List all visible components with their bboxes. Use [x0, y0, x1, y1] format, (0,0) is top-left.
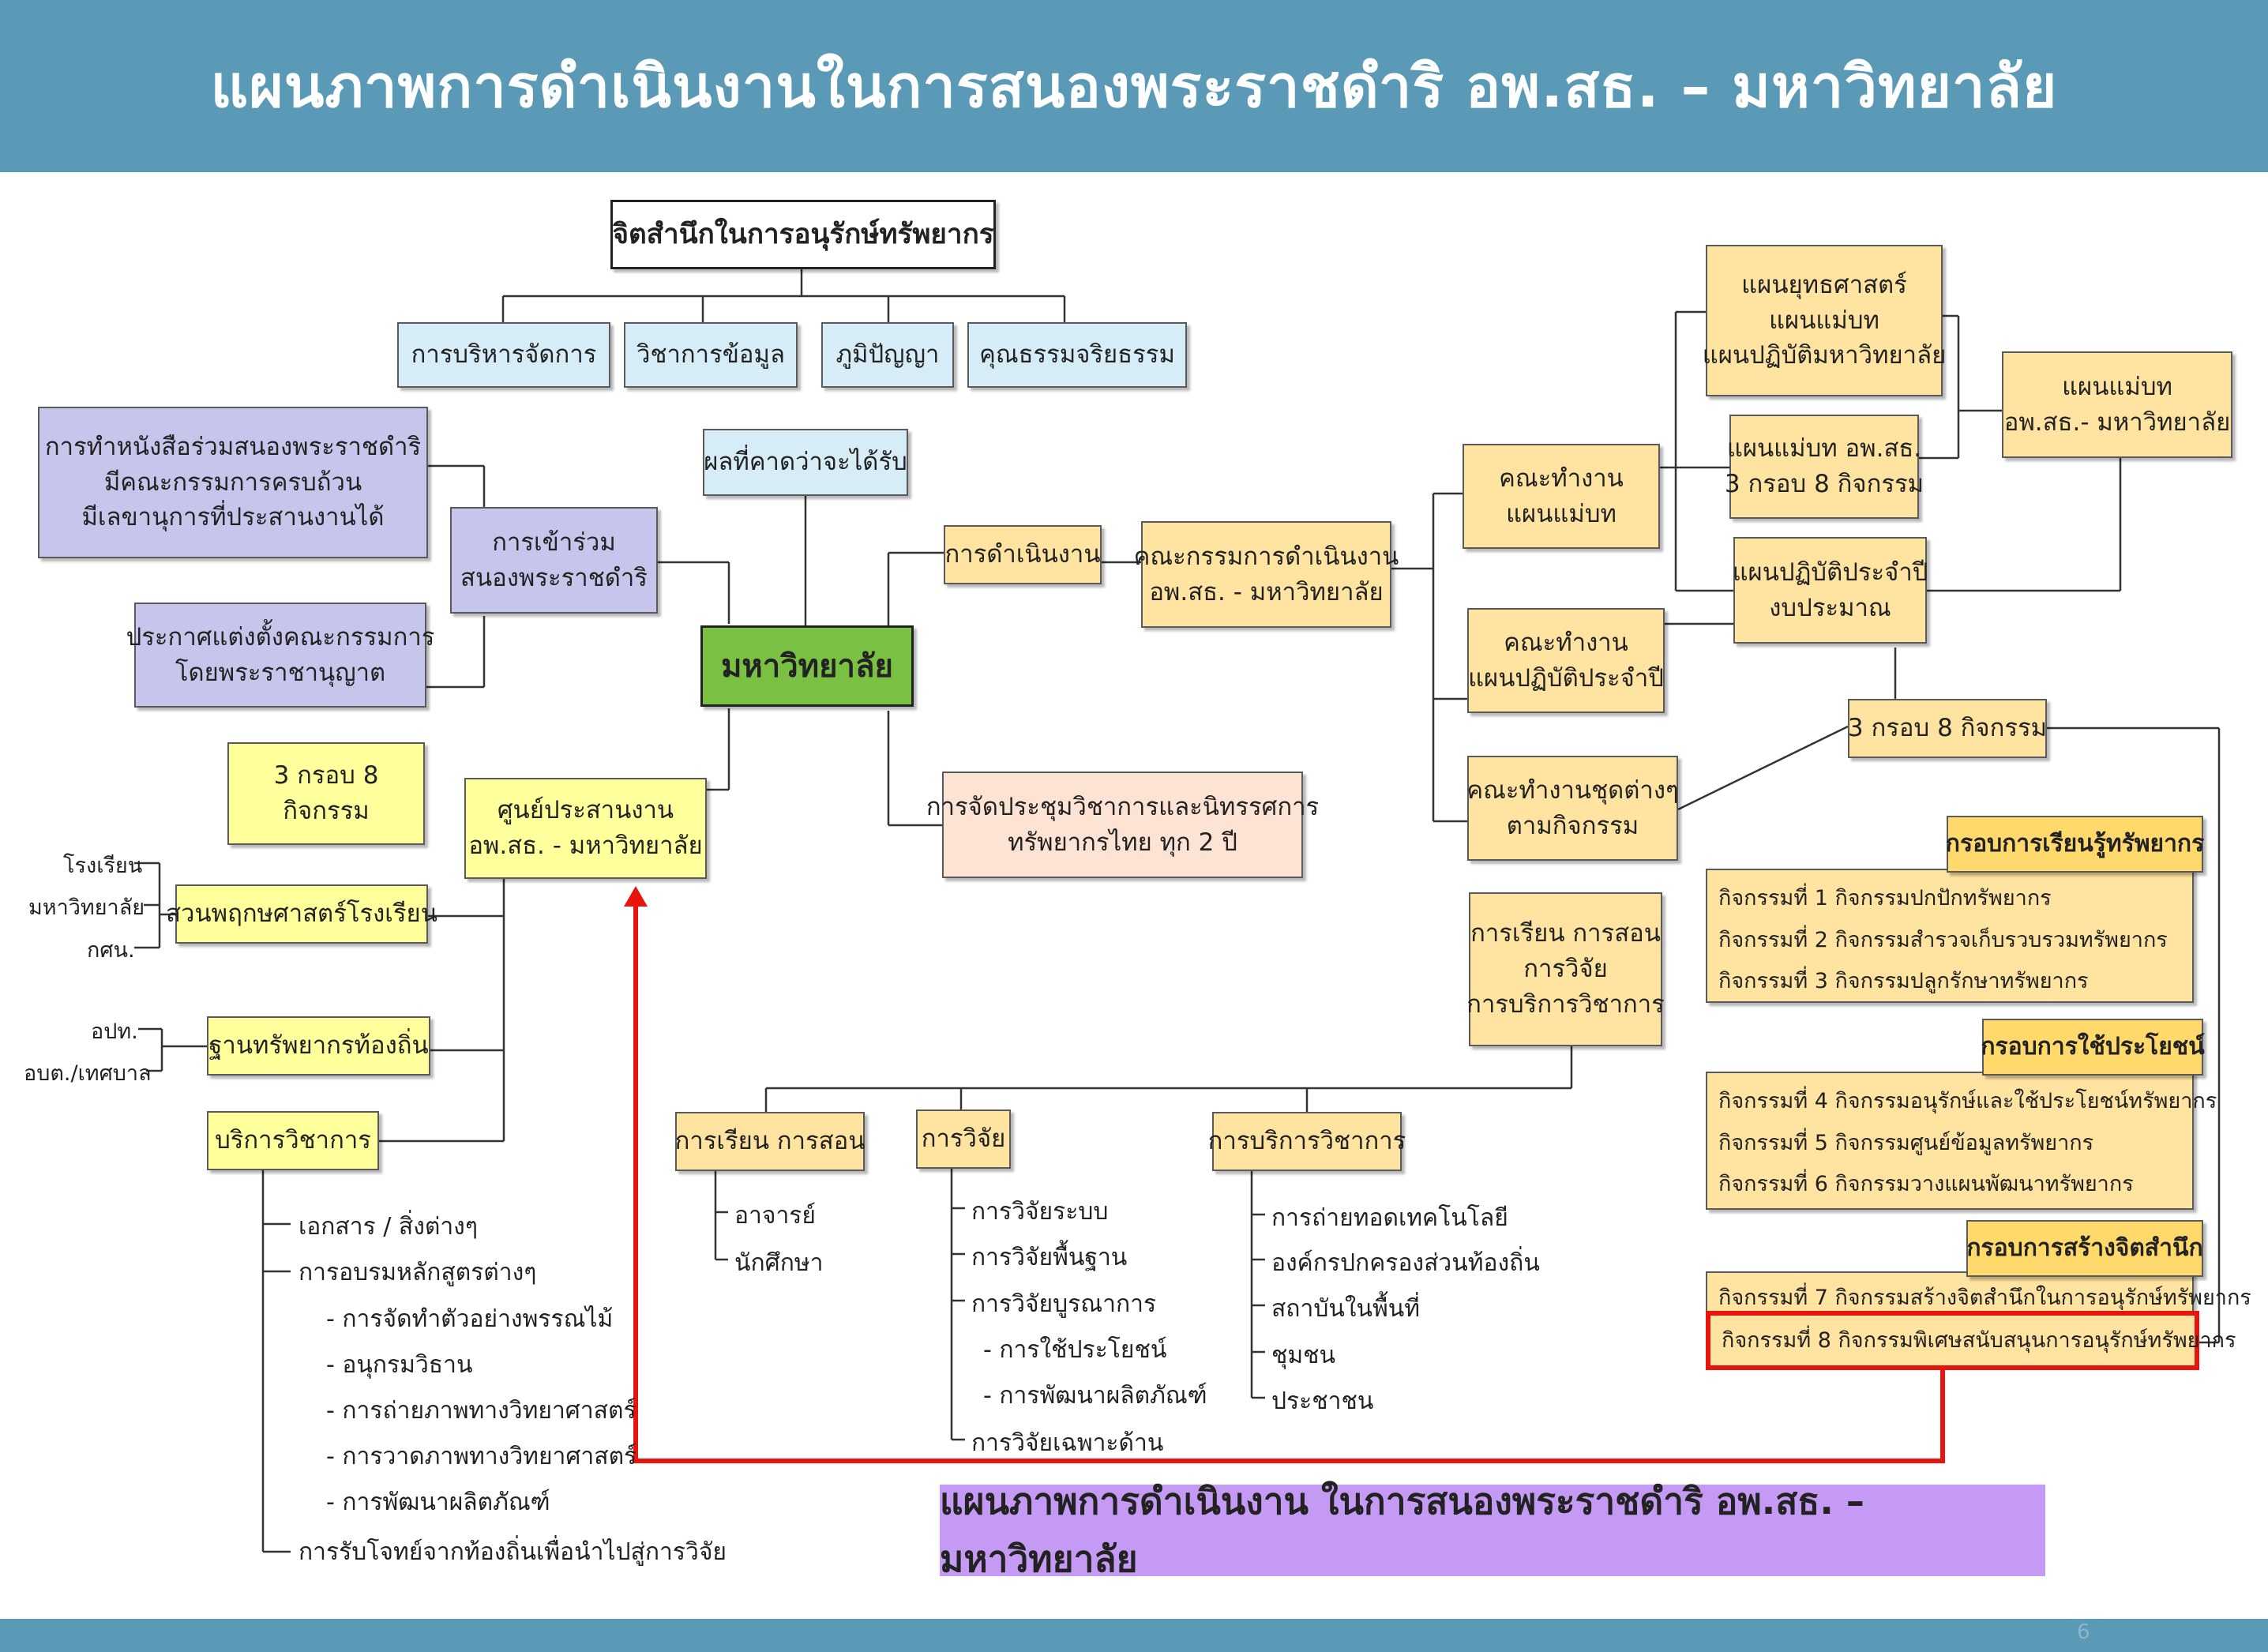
- frame1-title: กรอบการเรียนรู้ทรัพยากร: [1946, 816, 2204, 873]
- label-school: โรงเรียน: [63, 854, 143, 878]
- frame2-activities: กิจกรรมที่ 4 กิจกรรมอนุรักษ์และใช้ประโยช…: [1706, 1072, 2217, 1210]
- annual-budget-box: แผนปฏิบัติประจำปีงบประมาณ: [1733, 537, 1928, 644]
- service-box: บริการวิชาการ: [207, 1111, 379, 1170]
- academic-service-item: ชุมชน: [1271, 1342, 1336, 1369]
- school-garden-box: สวนพฤกษศาสตร์โรงเรียน: [166, 884, 437, 944]
- research-item: - การใช้ประโยชน์: [983, 1336, 1167, 1364]
- wg-master-plan-box: คณะทำงานแผนแม่บท: [1463, 444, 1660, 549]
- missions-box: การเรียน การสอนการวิจัยการบริการวิชาการ: [1466, 892, 1665, 1046]
- aspect-ethics: คุณธรรมจริยธรรม: [967, 322, 1187, 388]
- local-base-box: ฐานทรัพยากรท้องถิ่น: [207, 1016, 430, 1076]
- frame3-activity7: กิจกรรมที่ 7 กิจกรรมสร้างจิตสำนึกในการอน…: [1706, 1271, 2251, 1315]
- frame-count-box: 3 กรอบ 8 กิจกรรม: [1848, 699, 2047, 758]
- diagram-caption-banner: แผนภาพการดำเนินงาน ในการสนองพระราชดำริ อ…: [940, 1480, 2045, 1580]
- announce-box: ประกาศแต่งตั้งคณะกรรมการโดยพระราชานุญาต: [126, 603, 434, 708]
- master-uni-box: แผนแม่บทอพ.สธ.- มหาวิทยาลัย: [2002, 351, 2232, 458]
- teaching-item: นักศึกษา: [734, 1249, 824, 1277]
- wg-annual-plan-box: คณะทำงานแผนปฏิบัติประจำปี: [1467, 608, 1665, 713]
- service-item: - การวาดภาพทางวิทยาศาสตร์: [326, 1443, 637, 1470]
- research-item: การวิจัยระบบ: [971, 1198, 1109, 1226]
- wg-sets-box: คณะทำงานชุดต่างๆตามกิจกรรม: [1466, 756, 1679, 861]
- teaching-box: การเรียน การสอน: [675, 1112, 865, 1171]
- page-number: 6: [2077, 1620, 2090, 1644]
- join-box: การเข้าร่วมสนองพระราชดำริ: [450, 507, 658, 614]
- service-item: - การพัฒนาผลิตภัณฑ์: [326, 1489, 550, 1516]
- research-item: การวิจัยพื้นฐาน: [971, 1244, 1128, 1271]
- aspect-academic-data: วิชาการข้อมูล: [624, 322, 798, 388]
- frame1-activities: กิจกรรมที่ 1 กิจกรรมปกปักทรัพยากรกิจกรรม…: [1706, 869, 2194, 1003]
- academic-service-item: การถ่ายทอดเทคโนโลยี: [1271, 1204, 1508, 1232]
- label-nfe: กศน.: [87, 938, 135, 963]
- research-box: การวิจัย: [916, 1109, 1011, 1169]
- page-title: แผนภาพการดำเนินงานในการสนองพระราชดำริ อพ…: [210, 53, 2058, 121]
- label-sao: อบต./เทศบาล: [24, 1061, 152, 1086]
- research-item: การวิจัยบูรณาการ: [971, 1290, 1157, 1318]
- research-item: การวิจัยเฉพาะด้าน: [971, 1429, 1164, 1457]
- service-item: - อนุกรมวิธาน: [326, 1351, 473, 1379]
- university-box: มหาวิทยาลัย: [700, 625, 914, 707]
- service-item: - การถ่ายภาพทางวิทยาศาสตร์: [326, 1397, 636, 1425]
- academic-service-item: ประชาชน: [1271, 1387, 1374, 1415]
- header-bar: [0, 0, 2268, 172]
- aspect-management: การบริหารจัดการ: [397, 322, 610, 388]
- service-item: การอบรมหลักสูตรต่างๆ: [299, 1259, 537, 1286]
- frame3-activity8-highlight: กิจกรรมที่ 8 กิจกรรมพิเศษสนับสนุนการอนุร…: [1706, 1311, 2236, 1370]
- mou-box: การทำหนังสือร่วมสนองพระราชดำริมีคณะกรรมก…: [38, 407, 428, 558]
- footer-bar: [0, 1619, 2268, 1652]
- teaching-item: อาจารย์: [734, 1202, 816, 1230]
- master-rspg-box: แผนแม่บท อพ.สธ.3 กรอบ 8 กิจกรรม: [1725, 415, 1924, 519]
- service-item: - การจัดทำตัวอย่างพรรณไม้: [326, 1305, 614, 1333]
- expected-results-box: ผลที่คาดว่าจะได้รับ: [703, 429, 908, 496]
- awareness-box: จิตสำนึกในการอนุรักษ์ทรัพยากร: [610, 200, 996, 269]
- aspect-wisdom: ภูมิปัญญา: [821, 322, 954, 388]
- conference-box: การจัดประชุมวิชาการและนิทรรศการทรัพยากรไ…: [926, 772, 1319, 878]
- frame3-title: กรอบการสร้างจิตสำนึก: [1966, 1220, 2203, 1277]
- label-university: มหาวิทยาลัย: [28, 895, 145, 920]
- service-item: การรับโจทย์จากท้องถิ่นเพื่อนำไปสู่การวิจ…: [299, 1538, 727, 1566]
- academic-service-item: สถาบันในพื้นที่: [1271, 1295, 1421, 1323]
- strategy-plan-box: แผนยุทธศาสตร์แผนแม่บทแผนปฏิบัติมหาวิทยาล…: [1703, 245, 1946, 396]
- frame2-title: กรอบการใช้ประโยชน์: [1981, 1019, 2205, 1076]
- academic-service-item: องค์กรปกครองส่วนท้องถิ่น: [1271, 1249, 1540, 1277]
- label-lao: อปท.: [91, 1019, 138, 1044]
- service-item: เอกสาร / สิ่งต่างๆ: [299, 1213, 478, 1241]
- research-item: - การพัฒนาผลิตภัณฑ์: [983, 1382, 1207, 1410]
- center-box: ศูนย์ประสานงานอพ.สธ. - มหาวิทยาลัย: [464, 778, 707, 879]
- operation-box: การดำเนินงาน: [944, 525, 1102, 584]
- committee-box: คณะกรรมการดำเนินงานอพ.สธ. - มหาวิทยาลัย: [1134, 521, 1399, 628]
- academic-service-box: การบริการวิชาการ: [1208, 1112, 1406, 1171]
